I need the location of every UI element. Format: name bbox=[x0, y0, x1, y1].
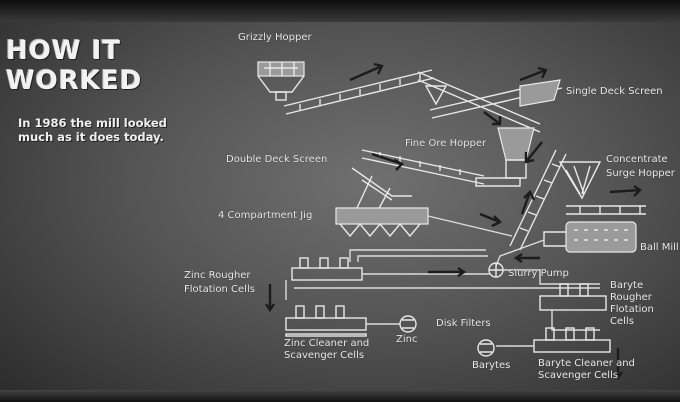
plaque-title: HOW IT WORKED bbox=[6, 36, 143, 96]
single-deck-screen-icon bbox=[417, 71, 563, 133]
bucket-elevator-icon bbox=[509, 149, 567, 251]
label-double-deck-screen: Double Deck Screen bbox=[226, 154, 327, 165]
label-single-deck-screen: Single Deck Screen bbox=[566, 86, 663, 97]
flow-main-line bbox=[349, 249, 600, 285]
label-zinc-rougher-line2: Flotation Cells bbox=[184, 284, 255, 295]
double-deck-screen-icon bbox=[351, 167, 412, 215]
label-baryte-rougher-line4: Cells bbox=[610, 316, 634, 327]
arrow-icon bbox=[519, 66, 548, 82]
baryte-disk-filter-icon bbox=[477, 339, 495, 357]
compartment-jig-icon bbox=[335, 207, 513, 238]
label-barytes: Barytes bbox=[472, 360, 510, 371]
label-zinc: Zinc bbox=[396, 334, 417, 345]
conveyor-to-single-deck-screen bbox=[283, 69, 435, 115]
label-concentrate-surge-hopper-line1: Concentrate bbox=[606, 154, 668, 165]
arrow-icon bbox=[524, 141, 543, 164]
arrow-icon bbox=[479, 212, 503, 228]
slurry-pump-icon bbox=[488, 262, 504, 278]
arrow-icon bbox=[613, 348, 623, 381]
arrow-icon bbox=[520, 189, 536, 215]
zinc-rougher-cells-icon bbox=[285, 257, 600, 300]
plaque-subtitle: In 1986 the mill looked much as it does … bbox=[18, 116, 167, 144]
ball-mill-icon bbox=[543, 205, 646, 253]
concentrate-surge-hopper-icon bbox=[558, 161, 602, 200]
label-baryte-cleaner-line1: Baryte Cleaner and bbox=[538, 358, 635, 369]
label-grizzly-hopper: Grizzly Hopper bbox=[238, 32, 312, 43]
baryte-rougher-cells-icon bbox=[539, 283, 607, 331]
label-baryte-rougher-line3: Flotation bbox=[610, 304, 654, 315]
arrow-icon bbox=[349, 62, 384, 82]
label-zinc-cleaner-line2: Scavenger Cells bbox=[284, 350, 364, 361]
label-compartment-jig: 4 Compartment Jig bbox=[218, 210, 312, 221]
zinc-cleaner-cells-icon bbox=[285, 305, 400, 337]
arrow-icon bbox=[428, 267, 467, 277]
label-fine-ore-hopper: Fine Ore Hopper bbox=[405, 138, 487, 149]
arrow-icon bbox=[483, 111, 502, 126]
flow-direction-arrows bbox=[265, 62, 642, 381]
grizzly-hopper-icon bbox=[257, 61, 305, 101]
label-ball-mill: Ball Mill bbox=[640, 242, 679, 253]
arrow-icon bbox=[371, 152, 405, 171]
plaque-frame-top bbox=[0, 0, 680, 22]
label-baryte-rougher-line2: Rougher bbox=[610, 292, 653, 303]
label-baryte-cleaner-line2: Scavenger Cells bbox=[538, 370, 618, 381]
label-zinc-cleaner-line1: Zinc Cleaner and bbox=[284, 338, 369, 349]
conveyor-to-double-deck-screen bbox=[361, 149, 485, 185]
plaque-frame-bottom bbox=[0, 390, 680, 402]
label-zinc-rougher-line1: Zinc Rougher bbox=[184, 270, 251, 281]
label-slurry-pump: Slurry Pump bbox=[508, 268, 569, 279]
arrow-icon bbox=[609, 185, 642, 197]
arrow-icon bbox=[513, 253, 540, 263]
baryte-cleaner-cells-icon bbox=[496, 327, 611, 353]
label-concentrate-surge-hopper-line2: Surge Hopper bbox=[606, 168, 676, 179]
arrow-icon bbox=[265, 284, 275, 313]
zinc-disk-filter-icon bbox=[399, 315, 417, 333]
label-disk-filters: Disk Filters bbox=[436, 318, 491, 329]
label-baryte-rougher-line1: Baryte bbox=[610, 280, 643, 291]
